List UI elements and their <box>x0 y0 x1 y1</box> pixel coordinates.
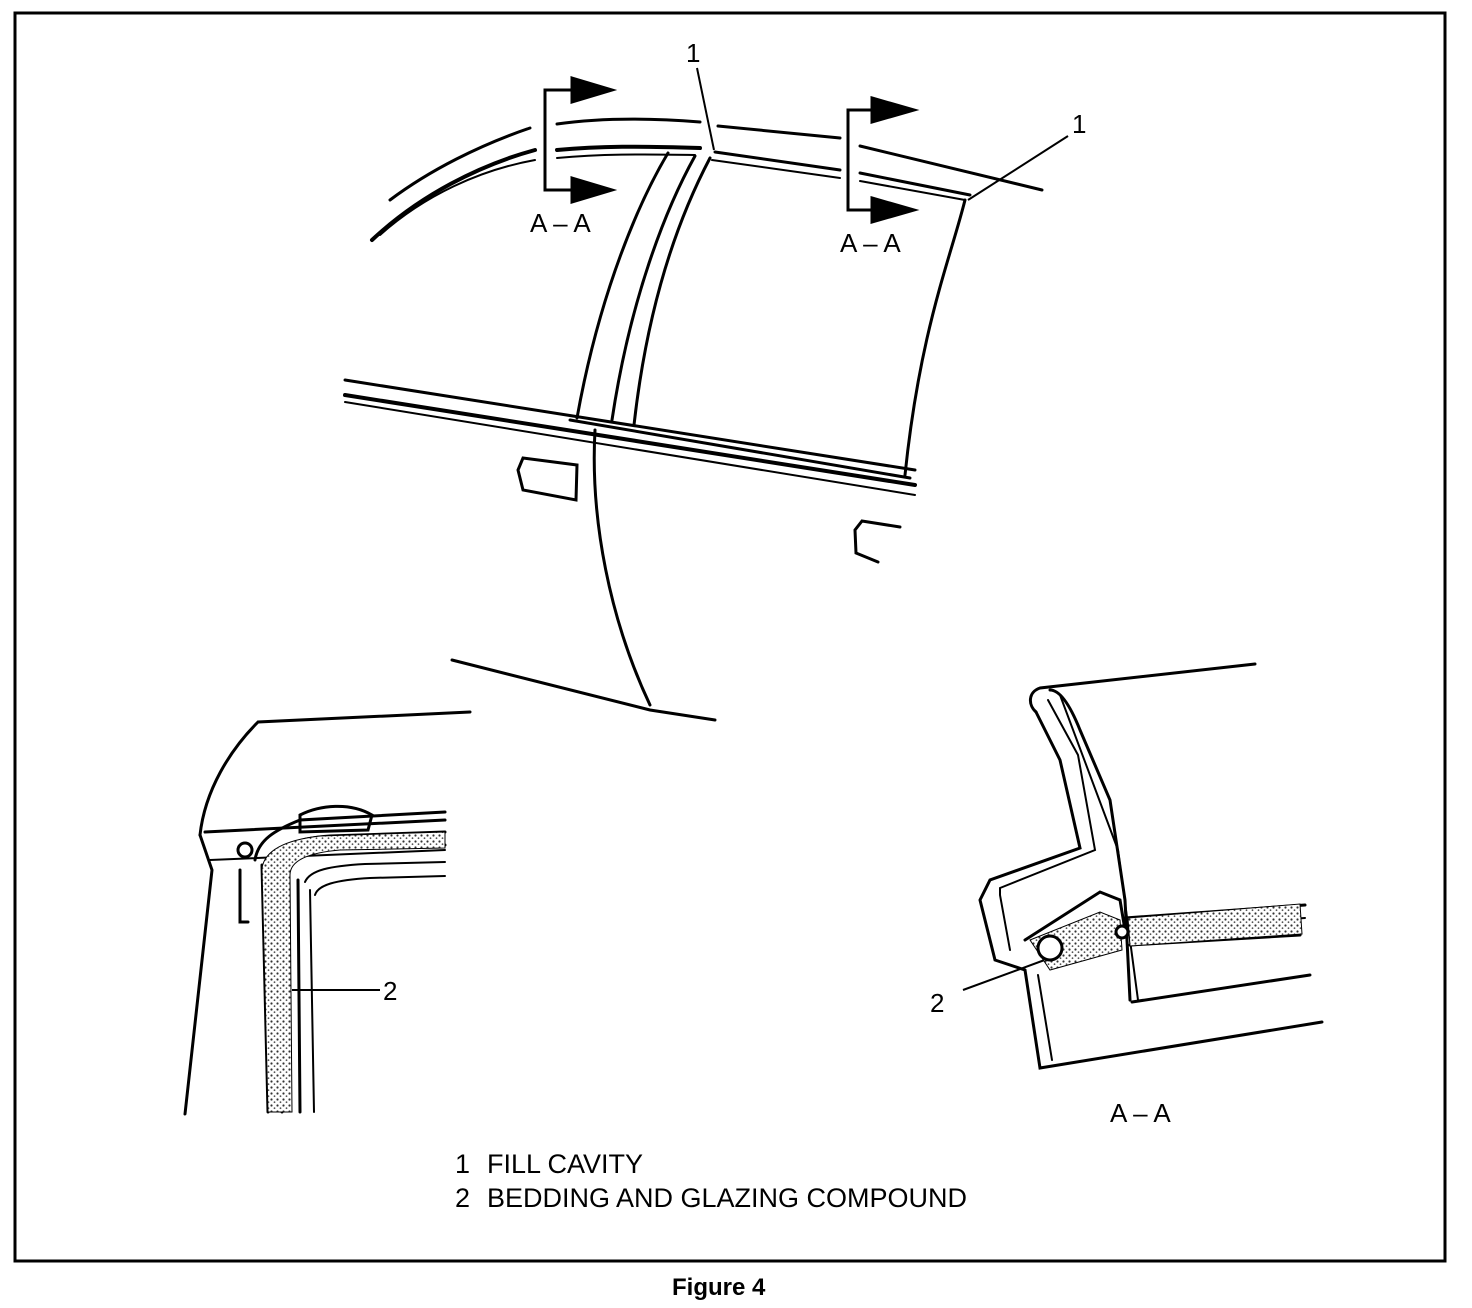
detail-corner-bead <box>298 804 374 834</box>
callout-leaders <box>292 67 1069 991</box>
callout-1-b: 1 <box>1072 109 1086 139</box>
detail-corner-section <box>183 710 472 1116</box>
section-mark-detail: A – A <box>1110 1098 1171 1128</box>
legend-text-bedding: BEDDING AND GLAZING COMPOUND <box>487 1183 967 1213</box>
callout-1-a: 1 <box>686 38 700 68</box>
detail-section-fastener <box>1114 924 1130 940</box>
legend-number-2: 2 <box>455 1183 470 1213</box>
figure-caption: Figure 4 <box>672 1274 766 1301</box>
detail-section-cord <box>1036 934 1064 962</box>
callout-2-a: 2 <box>383 976 397 1006</box>
section-mark-front: A – A <box>530 208 591 238</box>
detail-section-glass <box>1127 903 1303 947</box>
detail-corner-compound <box>261 831 446 1113</box>
section-mark-rear: A – A <box>840 228 901 258</box>
callout-2-b: 2 <box>930 988 944 1018</box>
vehicle-side-view <box>343 117 1044 722</box>
section-arrows <box>543 75 920 224</box>
legend-text-fill-cavity: FILL CAVITY <box>487 1149 643 1179</box>
detail-section-aa <box>978 662 1324 1070</box>
legend: 1 FILL CAVITY 2 BEDDING AND GLAZING COMP… <box>455 1149 967 1213</box>
figure-border <box>13 11 1447 1263</box>
legend-number-1: 1 <box>455 1149 470 1179</box>
